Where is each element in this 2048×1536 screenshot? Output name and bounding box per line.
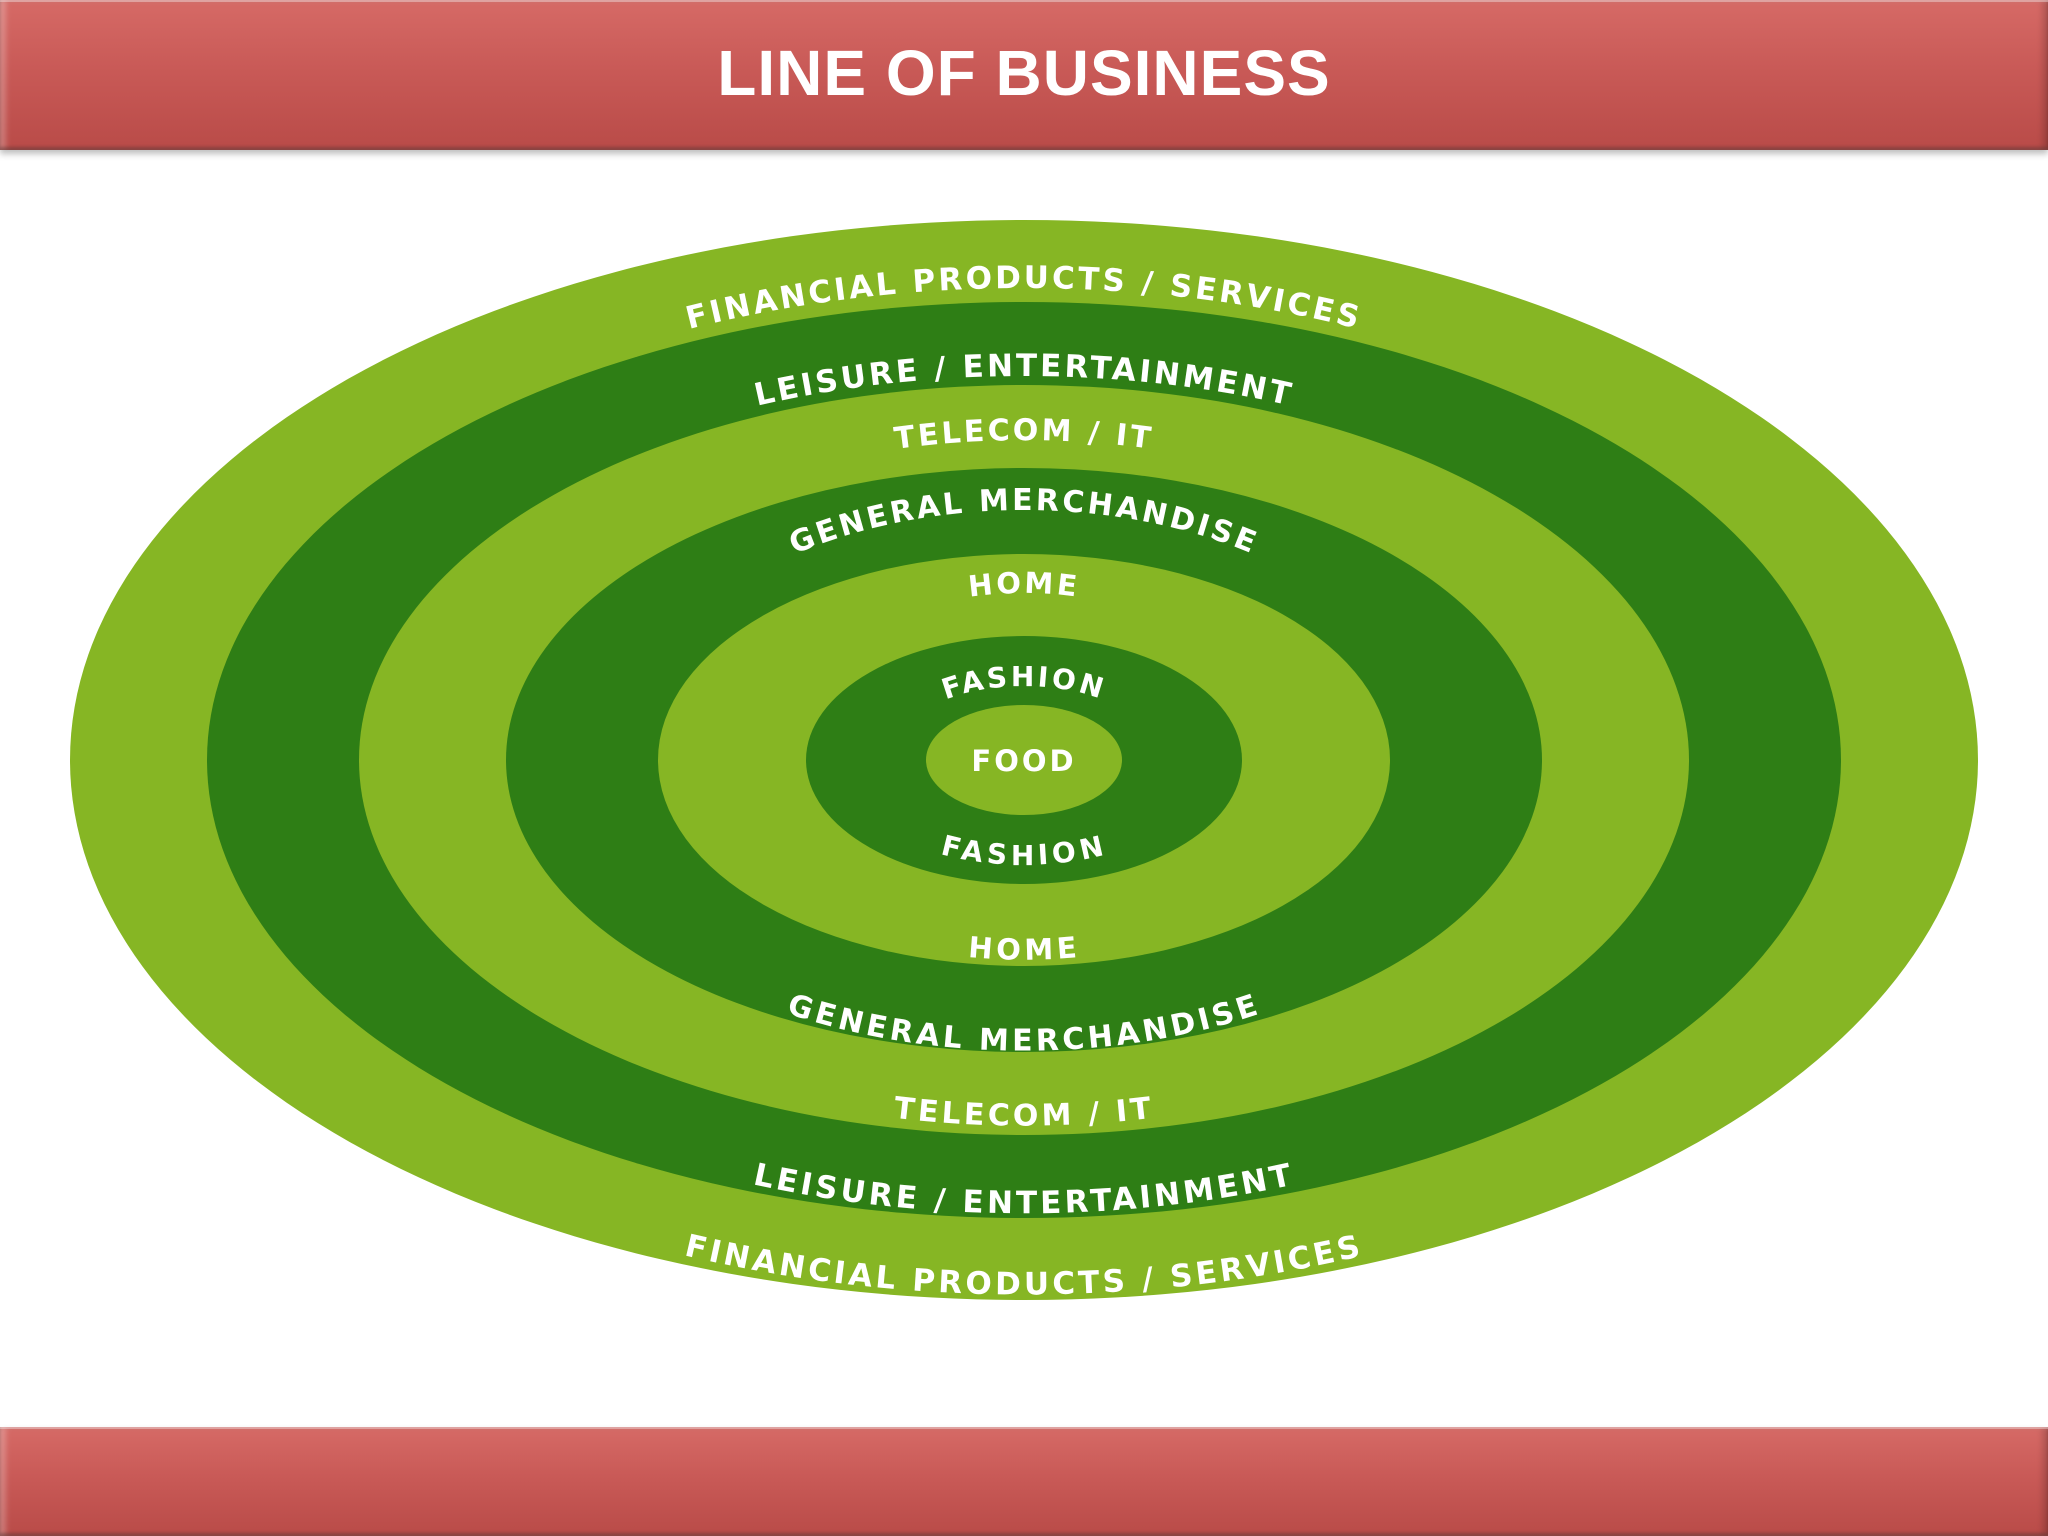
title-banner: LINE OF BUSINESS: [0, 0, 2048, 150]
footer-banner: [0, 1427, 2048, 1536]
label-food-center: FOOD: [971, 744, 1076, 778]
slide-title: LINE OF BUSINESS: [717, 37, 1331, 109]
label-home-bottom: HOME: [967, 930, 1081, 967]
label-home-top: HOME: [967, 566, 1082, 604]
center-food: [926, 705, 1122, 815]
ring-shapes: [70, 220, 1978, 1300]
